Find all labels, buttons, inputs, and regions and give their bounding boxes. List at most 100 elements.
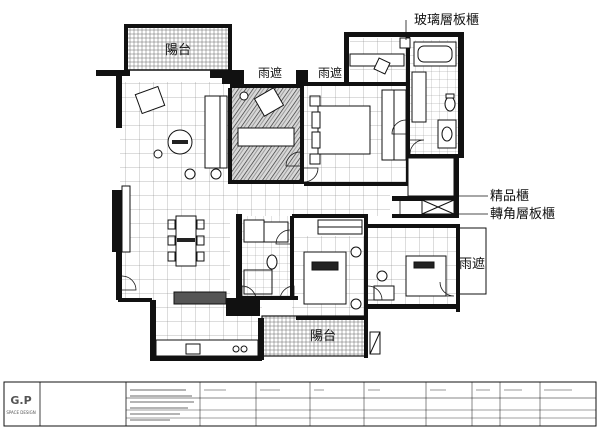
glass-shelf-label: 玻璃層板櫃	[414, 13, 479, 28]
coffee-table-tag	[172, 140, 188, 144]
wall-segment	[150, 300, 156, 360]
side-cabinet	[121, 185, 131, 253]
desk3	[373, 285, 395, 301]
wall-segment	[456, 224, 460, 312]
wall-segment	[296, 70, 308, 84]
dining-table-tag	[177, 238, 195, 242]
company-logo: G.P	[10, 394, 31, 407]
dining-chair	[167, 251, 176, 262]
walls	[96, 24, 464, 361]
wall-segment	[290, 216, 294, 296]
unit-slash	[369, 331, 381, 355]
display-cabinet	[407, 157, 455, 197]
wall-segment	[116, 76, 122, 128]
armchair	[134, 85, 166, 115]
dining-chair	[167, 219, 176, 230]
kitchen-bench	[155, 339, 259, 357]
doors	[121, 119, 455, 301]
door-swing	[391, 119, 407, 135]
wall-segment	[124, 24, 128, 72]
wall-segment	[392, 196, 458, 201]
door-swing	[409, 139, 425, 155]
basin	[441, 126, 453, 142]
wall-segment	[228, 180, 304, 184]
wall-segment	[230, 84, 304, 88]
kitchen-counter	[173, 291, 227, 305]
stove-burner	[232, 345, 240, 353]
wall-segment	[344, 32, 464, 37]
awning-label-3: 雨遮	[459, 256, 485, 272]
dining-chair	[196, 235, 205, 246]
dining-chair	[167, 235, 176, 246]
wall-segment	[344, 32, 349, 84]
dining-chair	[196, 251, 205, 262]
wall-segment	[236, 296, 298, 300]
awning-label-2: 雨遮	[318, 65, 342, 80]
labels: 陽台 雨遮 雨遮 玻璃層板櫃 精品櫃 轉角層板櫃 雨遮 陽台	[165, 13, 555, 344]
awning-label-1: 雨遮	[258, 65, 282, 80]
wall-segment	[112, 190, 122, 252]
wall-segment	[296, 316, 366, 320]
title-block	[3, 381, 597, 427]
pillow	[311, 131, 321, 149]
study-chair	[253, 87, 285, 117]
bed2	[303, 251, 347, 305]
wall-segment	[304, 182, 406, 186]
chair2	[350, 246, 362, 258]
wall-segment	[222, 70, 244, 84]
bath2-mat	[243, 269, 273, 295]
pillow	[311, 111, 321, 129]
balcony-top-label: 陽台	[165, 43, 191, 58]
bath2-shower	[263, 221, 289, 243]
door-swing	[279, 285, 295, 301]
wall-segment	[300, 88, 304, 184]
wall-segment	[228, 88, 232, 184]
right-awning	[457, 227, 487, 295]
wall-segment	[236, 214, 242, 300]
wall-segment	[408, 154, 464, 158]
company-subtitle: SPACE DESIGN	[6, 410, 35, 415]
display-cabinet-label: 精品櫃	[490, 189, 529, 204]
stool	[153, 149, 163, 159]
wall-segment	[364, 316, 368, 358]
door-swing	[303, 167, 319, 183]
study-desk	[237, 127, 295, 147]
door-swing	[275, 229, 291, 245]
sink	[185, 343, 201, 355]
dining-chair	[196, 219, 205, 230]
wall-segment	[150, 356, 262, 361]
wall-segment	[118, 298, 152, 302]
corner-shelf-label: 轉角層板櫃	[490, 207, 555, 222]
wall-segment	[392, 214, 458, 218]
shower-box	[411, 71, 427, 123]
wall-segment	[96, 70, 130, 76]
wall-segment	[366, 224, 460, 228]
door-swing	[241, 285, 257, 301]
wall-segment	[454, 158, 459, 218]
wall-segment	[364, 214, 368, 318]
wall-segment	[406, 36, 410, 186]
glass-shelf-cabinet	[399, 37, 411, 49]
door-swing	[285, 151, 301, 167]
nightstand	[309, 95, 321, 107]
stool	[210, 168, 222, 180]
furniture	[121, 37, 457, 357]
chair3	[376, 270, 388, 282]
bath2-vanity	[243, 219, 265, 243]
balcony-bottom-label: 陽台	[310, 329, 336, 344]
cabinet-cross	[421, 199, 455, 215]
sofa-back	[219, 95, 228, 169]
wall-segment	[304, 82, 408, 86]
door-swing	[439, 281, 455, 297]
vanity	[437, 119, 457, 149]
bathtub-inner	[417, 45, 453, 63]
wall-segment	[292, 214, 366, 218]
master-chair	[373, 57, 391, 75]
wall-segment	[458, 32, 464, 156]
wall-segment	[116, 252, 122, 300]
bed	[317, 105, 371, 155]
bath2-toilet	[266, 254, 278, 270]
door-swing	[367, 285, 383, 301]
wall-segment	[226, 298, 260, 316]
lamp	[239, 91, 249, 101]
